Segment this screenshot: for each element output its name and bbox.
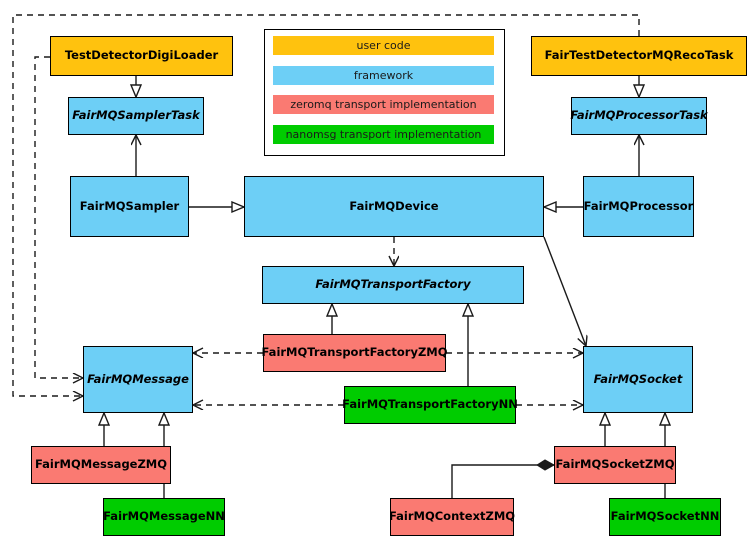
node-TestDetectorDigiLoader[interactable]: TestDetectorDigiLoader [50,36,233,76]
node-FairMQContextZMQ[interactable]: FairMQContextZMQ [389,498,515,536]
node-FairMQSamplerTask[interactable]: FairMQSamplerTask [68,97,204,135]
node-FairMQProcessor[interactable]: FairMQProcessor [583,176,694,237]
node-FairMQSampler[interactable]: FairMQSampler [70,176,189,237]
node-FairMQSocketZMQ[interactable]: FairMQSocketZMQ [554,446,676,484]
node-FairMQMessageZMQ[interactable]: FairMQMessageZMQ [31,446,171,484]
legend-item-framework: framework [273,66,494,85]
legend-item-user-code: user code [273,36,494,55]
node-FairMQTransportFactoryZMQ[interactable]: FairMQTransportFactoryZMQ [262,334,448,372]
legend-item-zeromq: zeromq transport implementation [273,95,494,114]
node-FairMQDevice[interactable]: FairMQDevice [244,176,544,237]
edge-recotask-message [12,14,640,396]
node-FairMQSocket[interactable]: FairMQSocket [583,346,693,413]
node-FairMQProcessorTask[interactable]: FairMQProcessorTask [570,97,708,135]
node-FairMQMessageNN[interactable]: FairMQMessageNN [103,498,225,536]
node-FairMQTransportFactoryNN[interactable]: FairMQTransportFactoryNN [342,386,518,424]
edge-device-socket [543,236,586,346]
node-FairMQMessage[interactable]: FairMQMessage [83,346,193,413]
node-FairTestDetectorMQRecoTask[interactable]: FairTestDetectorMQRecoTask [531,36,747,76]
legend-item-nanomsg: nanomsg transport implementation [273,125,494,144]
node-FairMQSocketNN[interactable]: FairMQSocketNN [609,498,721,536]
edge-contextzmq-socketzmq [451,459,556,498]
node-FairMQTransportFactory[interactable]: FairMQTransportFactory [262,266,524,304]
